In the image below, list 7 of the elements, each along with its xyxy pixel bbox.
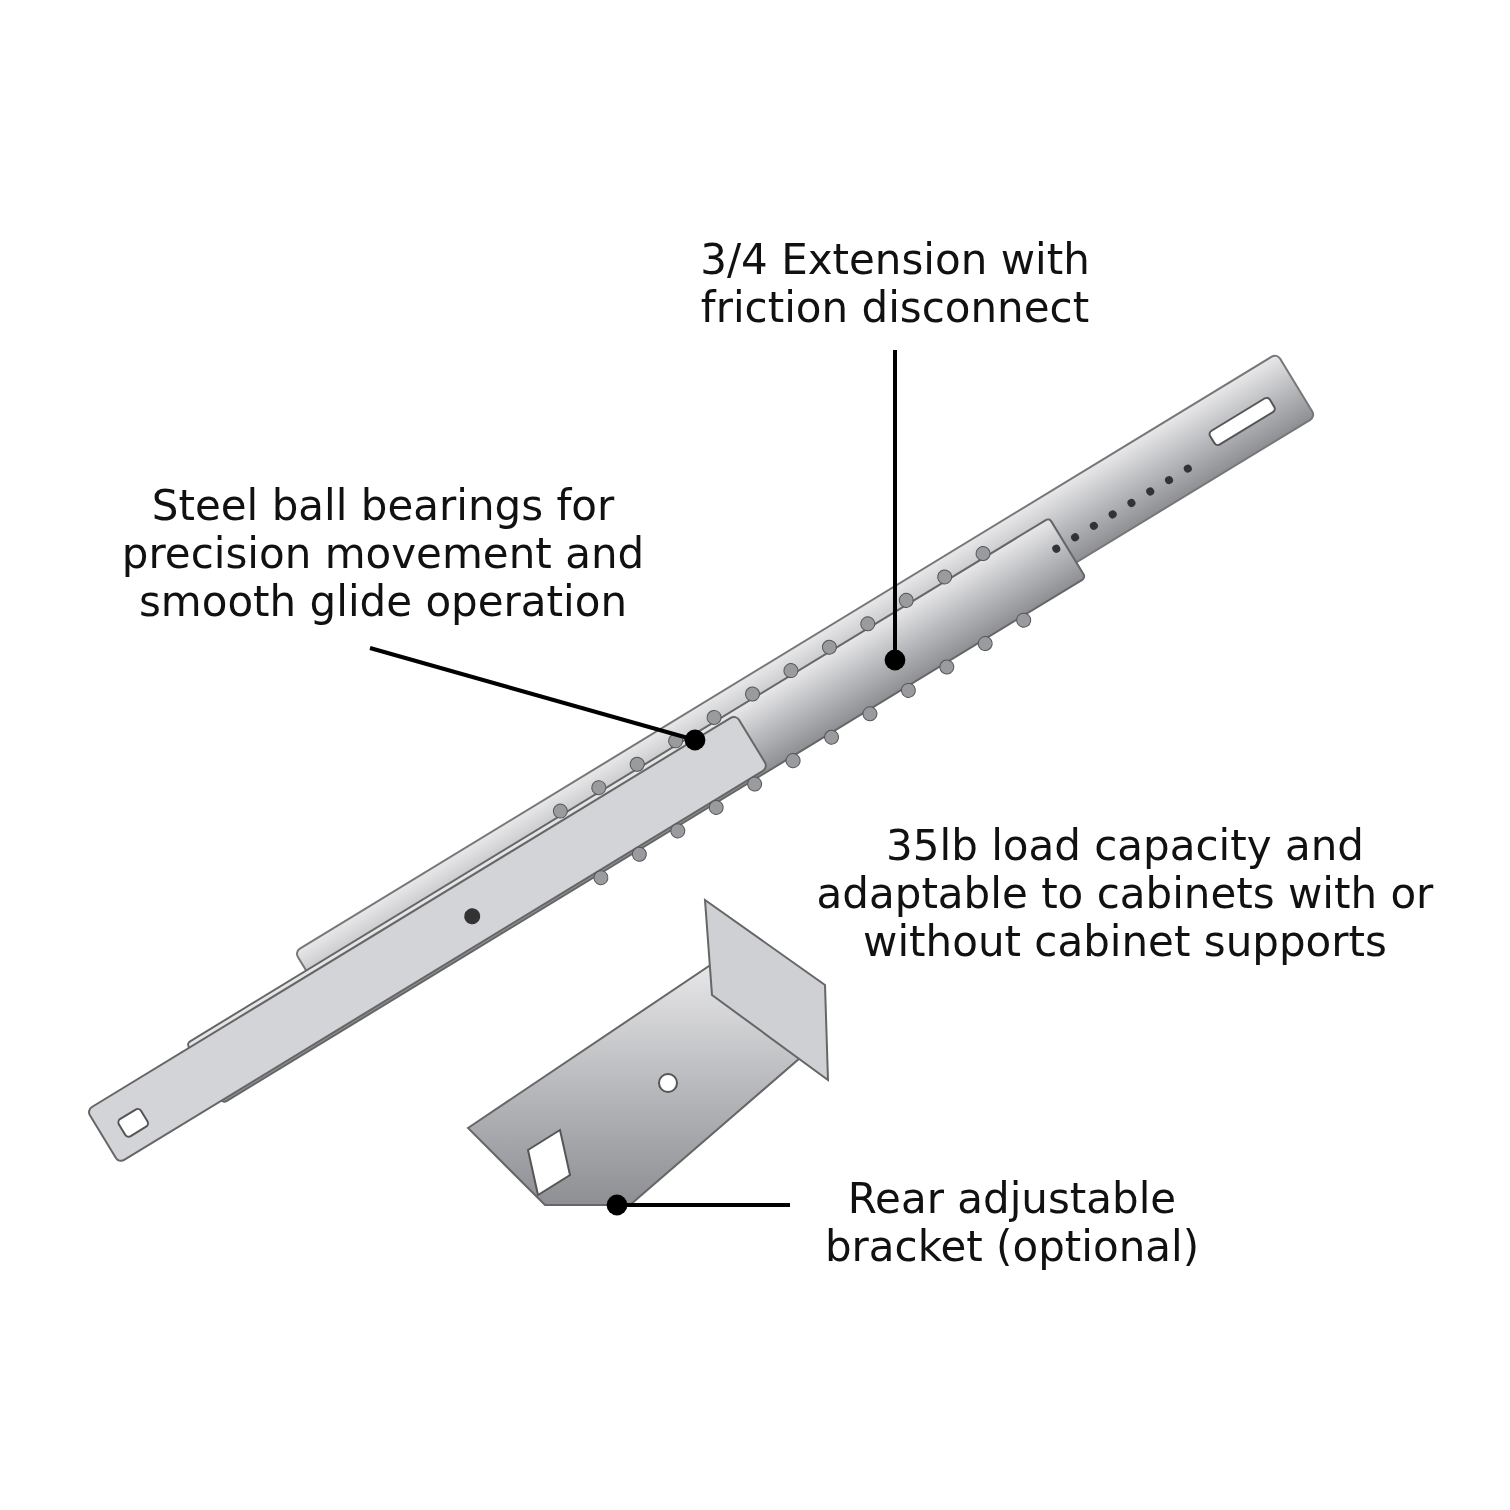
callout-text: 3/4 Extension with friction disconnect <box>655 236 1135 332</box>
leader-line <box>884 350 906 671</box>
leader-line <box>369 646 706 751</box>
callout-text: Rear adjustable bracket (optional) <box>772 1175 1252 1271</box>
callout-text: Steel ball bearings for precision movement and smooth glide operation <box>53 482 713 626</box>
leader-line <box>606 1194 790 1216</box>
feature-note: 35lb load capacity and adaptable to cabinets with or without cabinet supports <box>815 822 1435 966</box>
